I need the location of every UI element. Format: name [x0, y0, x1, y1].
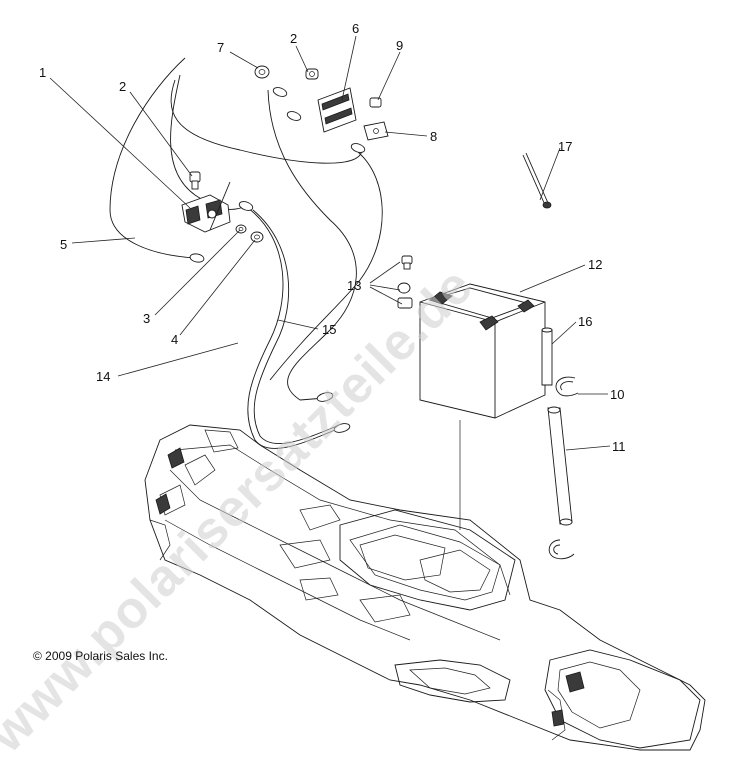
bolt-part-9 [369, 97, 382, 108]
callout-7: 7 [217, 40, 224, 55]
callout-12: 12 [588, 257, 602, 272]
callout-5: 5 [60, 237, 67, 252]
battery-part-12 [419, 283, 546, 530]
callout-16: 16 [578, 314, 592, 329]
callout-2a: 2 [119, 79, 126, 94]
cable-terminals [189, 87, 366, 433]
nut-part-4 [250, 231, 264, 243]
terminal-part-8 [363, 121, 389, 141]
spacer-part-16 [541, 327, 553, 386]
callout-10: 10 [610, 387, 624, 402]
callout-14: 14 [96, 369, 110, 384]
callout-17: 17 [558, 139, 572, 154]
rod-part-17 [522, 152, 552, 209]
callout-labels: 1 2 2 3 4 5 6 7 8 9 10 11 12 13 14 15 16… [39, 21, 626, 454]
nut-part-7 [254, 65, 270, 79]
fuse-block-part-6 [317, 87, 357, 133]
callout-8: 8 [430, 129, 437, 144]
callout-1: 1 [39, 65, 46, 80]
watermark: www.polarisersatzteile.de [0, 257, 484, 764]
callout-9: 9 [396, 38, 403, 53]
bolt-part-2-left [189, 171, 201, 190]
frame-floor-pan [144, 424, 706, 751]
relay-part-1 [181, 181, 231, 233]
callout-4: 4 [171, 332, 178, 347]
callout-3: 3 [143, 311, 150, 326]
callout-13: 13 [347, 278, 361, 293]
watermark-text: www.polarisersatzteile.de [0, 257, 484, 764]
bolts-part-13 [397, 255, 413, 309]
bolt-part-2-top [305, 68, 319, 80]
strap-part-11 [547, 406, 575, 560]
callout-6: 6 [352, 21, 359, 36]
callout-11: 11 [612, 439, 626, 454]
leader-lines [49, 35, 611, 451]
callout-15: 15 [322, 322, 336, 337]
cables [109, 57, 383, 449]
callout-2b: 2 [290, 31, 297, 46]
clip-part-10 [555, 376, 579, 397]
washer-part-3 [235, 224, 247, 234]
copyright-text: © 2009 Polaris Sales Inc. [33, 649, 168, 663]
